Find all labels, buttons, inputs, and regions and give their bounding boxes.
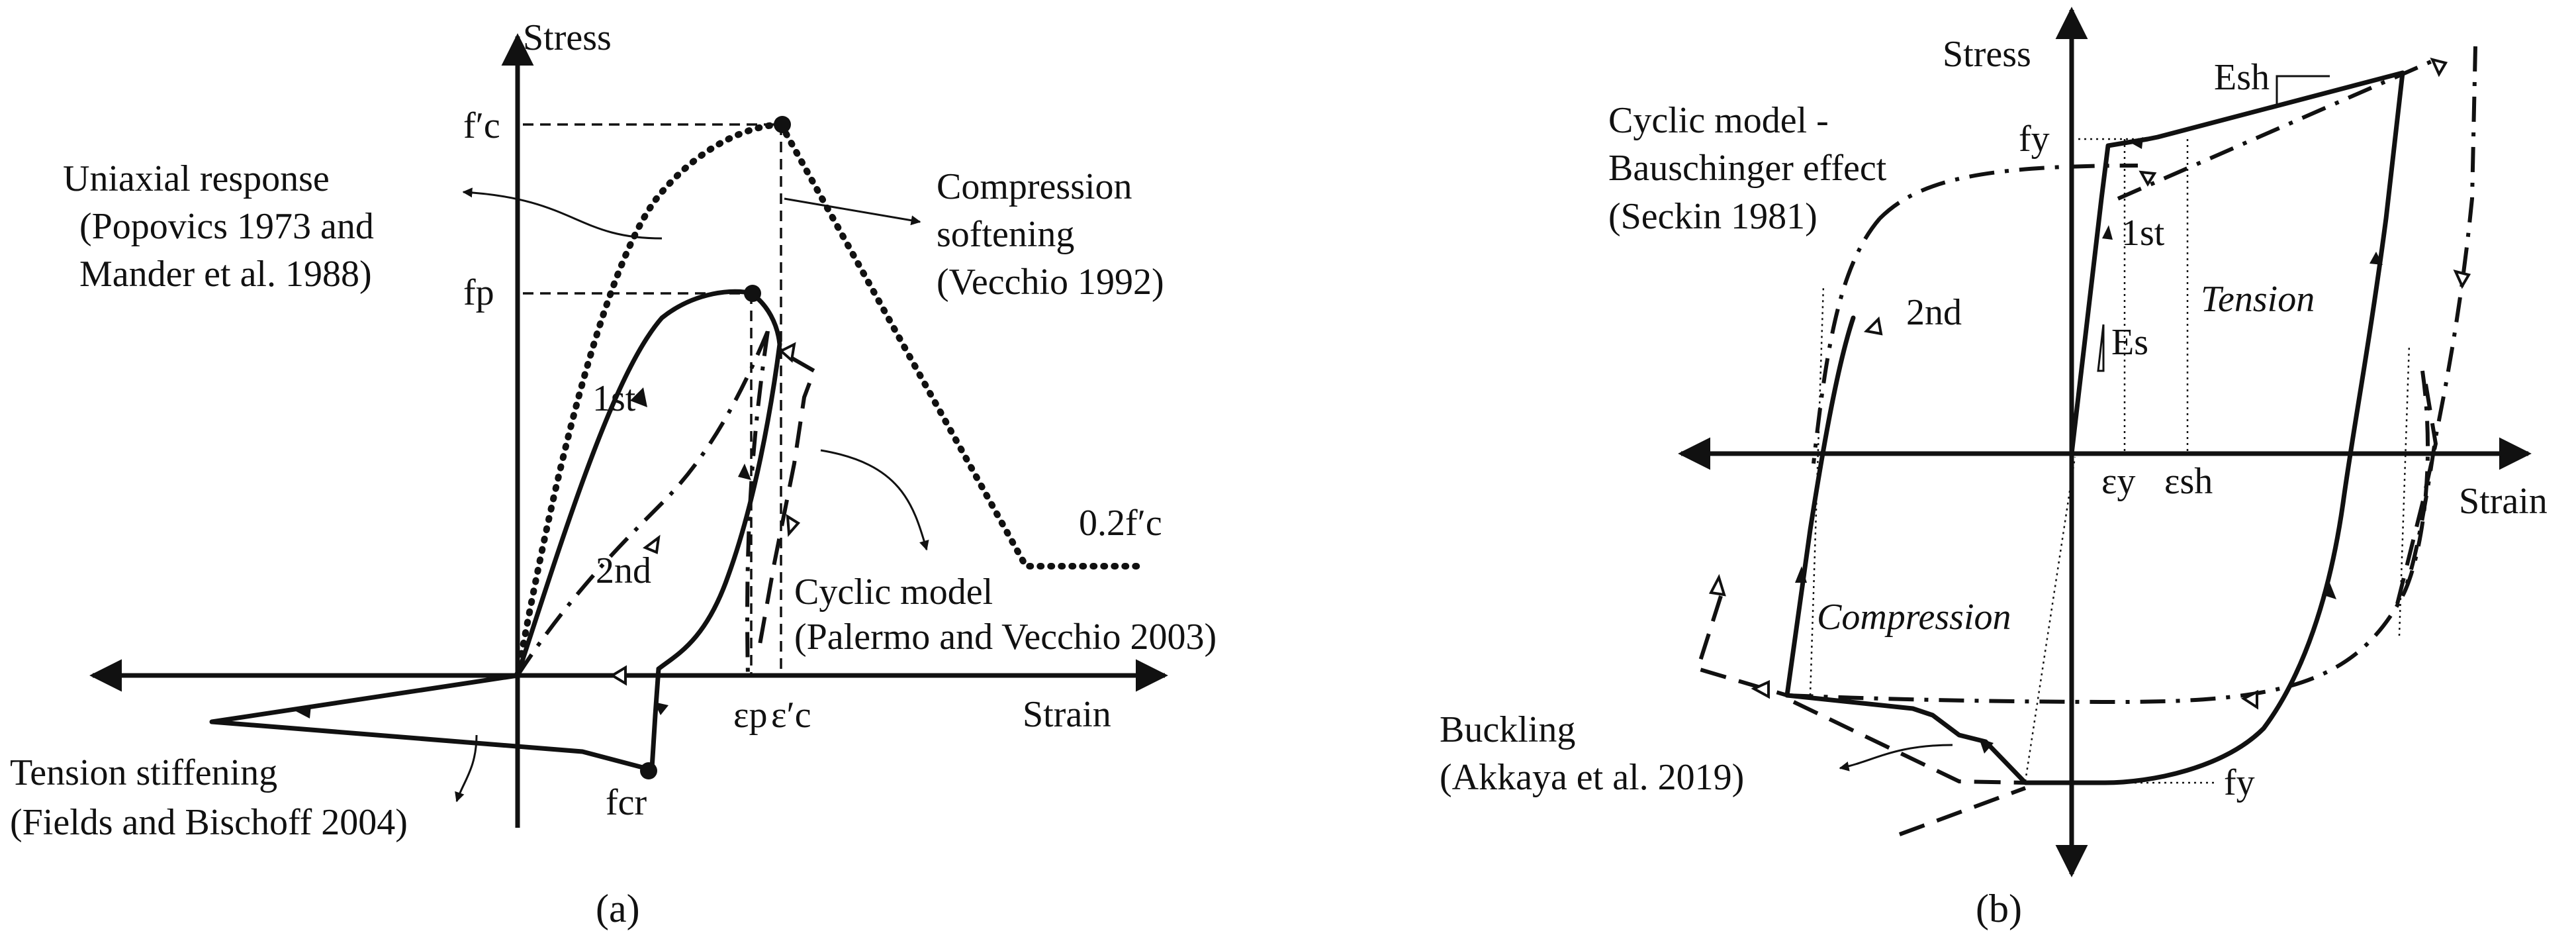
a-fc-label: f′c <box>463 105 500 146</box>
a-cyclic-label: Cyclic model <box>794 571 993 613</box>
a-triangle-marker <box>642 534 661 554</box>
b-caption: (b) <box>1976 887 2022 930</box>
b-direction-arrow <box>2130 137 2143 149</box>
b-bauschinger-curve <box>1786 58 2437 705</box>
a-direction-arrow <box>738 464 751 480</box>
a-softening-label: Compression <box>937 166 1132 207</box>
a-uniaxial-ref: Mander et al. 1988) <box>79 254 372 295</box>
a-direction-arrow <box>654 702 668 715</box>
b-compression-guide <box>2024 456 2076 782</box>
a-first-cycle-label: 1st <box>592 378 636 419</box>
b-triangle-marker <box>2139 170 2157 187</box>
b-compression-branch <box>1784 315 2107 785</box>
b-direction-arrow <box>2322 583 2336 599</box>
a-tension-label: Tension stiffening <box>10 752 277 793</box>
a-triangle-marker <box>778 342 796 363</box>
a-softening-ref: (Vecchio 1992) <box>937 262 1164 303</box>
a-softening-line <box>778 121 1142 570</box>
b-buckling-pointer <box>1839 744 1953 771</box>
a-fc-peak-marker <box>774 116 791 133</box>
a-crack-drop <box>649 666 661 771</box>
a-softening-label: softening <box>937 214 1074 255</box>
a-cyclic-ref: (Palermo and Vecchio 2003) <box>794 617 1217 658</box>
b-triangle-marker <box>1708 573 1726 597</box>
a-uniaxial-pointer <box>462 187 663 240</box>
a-uniaxial-ref: (Popovics 1973 and <box>79 206 374 247</box>
a-second-cycle-label: 2nd <box>596 550 651 591</box>
a-reload-dashdot <box>745 330 770 676</box>
b-buckling-tail <box>2394 383 2438 610</box>
b-first-cycle-label: 1st <box>2121 213 2165 254</box>
b-strain-axis-label: Strain <box>2459 481 2548 522</box>
a-direction-arrow <box>295 705 311 718</box>
a-tension-branch <box>209 673 648 771</box>
b-buckling-ref: (Akkaya et al. 2019) <box>1440 757 1744 798</box>
a-fp-label: fp <box>463 272 494 313</box>
a-stress-axis-label: Stress <box>523 17 612 58</box>
a-triangle-marker <box>786 514 801 537</box>
a-fcr-label: fcr <box>606 782 647 823</box>
a-eps-p-label: εp <box>733 695 768 736</box>
b-direction-arrow <box>1979 738 1994 754</box>
a-strain-axis-label: Strain <box>1023 694 1111 735</box>
a-triangle-marker <box>610 665 627 686</box>
b-triangle-marker <box>2430 58 2448 77</box>
a-uniaxial-envelope <box>514 121 784 679</box>
b-cyclic-ref: (Seckin 1981) <box>1608 196 1817 237</box>
a-cyclic-pointer <box>820 449 929 551</box>
a-first-cycle-unload <box>656 291 782 671</box>
b-tension-label: Tension <box>2201 279 2315 320</box>
a-tension-ref: (Fields and Bischoff 2004) <box>10 802 408 843</box>
a-direction-arrow <box>630 387 647 407</box>
b-eps-y-label: εy <box>2101 461 2136 502</box>
b-second-cycle-label: 2nd <box>1906 292 1962 333</box>
a-uniaxial-label: Uniaxial response <box>63 158 330 199</box>
a-fp-peak-marker <box>744 285 761 302</box>
b-direction-arrow <box>2369 252 2383 265</box>
b-stress-axis-label: Stress <box>1943 34 2031 75</box>
panel-a: Stress Strain f′c <box>10 17 1217 930</box>
b-direction-arrow <box>2102 225 2113 240</box>
b-fy-top-label: fy <box>2019 119 2050 160</box>
b-fy-bottom-label: fy <box>2224 762 2255 803</box>
b-esh-label: Esh <box>2214 57 2270 98</box>
b-es-label: Es <box>2111 322 2148 363</box>
a-second-cycle <box>516 330 770 677</box>
b-compression-label: Compression <box>1817 597 2011 638</box>
a-caption: (a) <box>596 887 640 930</box>
b-monotonic-curve <box>2069 70 2405 456</box>
b-buckling-label: Buckling <box>1440 709 1575 750</box>
b-triangle-marker <box>1863 316 1883 336</box>
b-eps-sh-label: εsh <box>2164 461 2213 502</box>
a-residual-label: 0.2f′c <box>1079 503 1162 544</box>
b-direction-arrow <box>1795 566 1807 583</box>
a-cyclic-dash <box>756 356 817 656</box>
b-bauschinger-right <box>2401 46 2477 597</box>
b-triangle-marker <box>1751 679 1770 699</box>
b-unloading-tension <box>2102 70 2405 785</box>
b-triangle-marker <box>2240 689 2258 710</box>
a-softening-pointer <box>784 197 921 226</box>
a-first-cycle-curve <box>515 289 754 678</box>
b-triangle-marker <box>2453 270 2471 289</box>
b-es-slope-triangle <box>2097 324 2105 372</box>
b-cyclic-label: Cyclic model - <box>1608 100 1829 141</box>
b-cyclic-label: Bauschinger effect <box>1608 148 1887 189</box>
a-eps-c-label: ε′c <box>771 695 811 736</box>
a-tension-pointer <box>455 734 478 803</box>
a-fcr-marker <box>640 762 657 779</box>
panel-b: Stress Strain <box>1440 7 2548 930</box>
b-esh-slope-triangle <box>2276 75 2330 106</box>
